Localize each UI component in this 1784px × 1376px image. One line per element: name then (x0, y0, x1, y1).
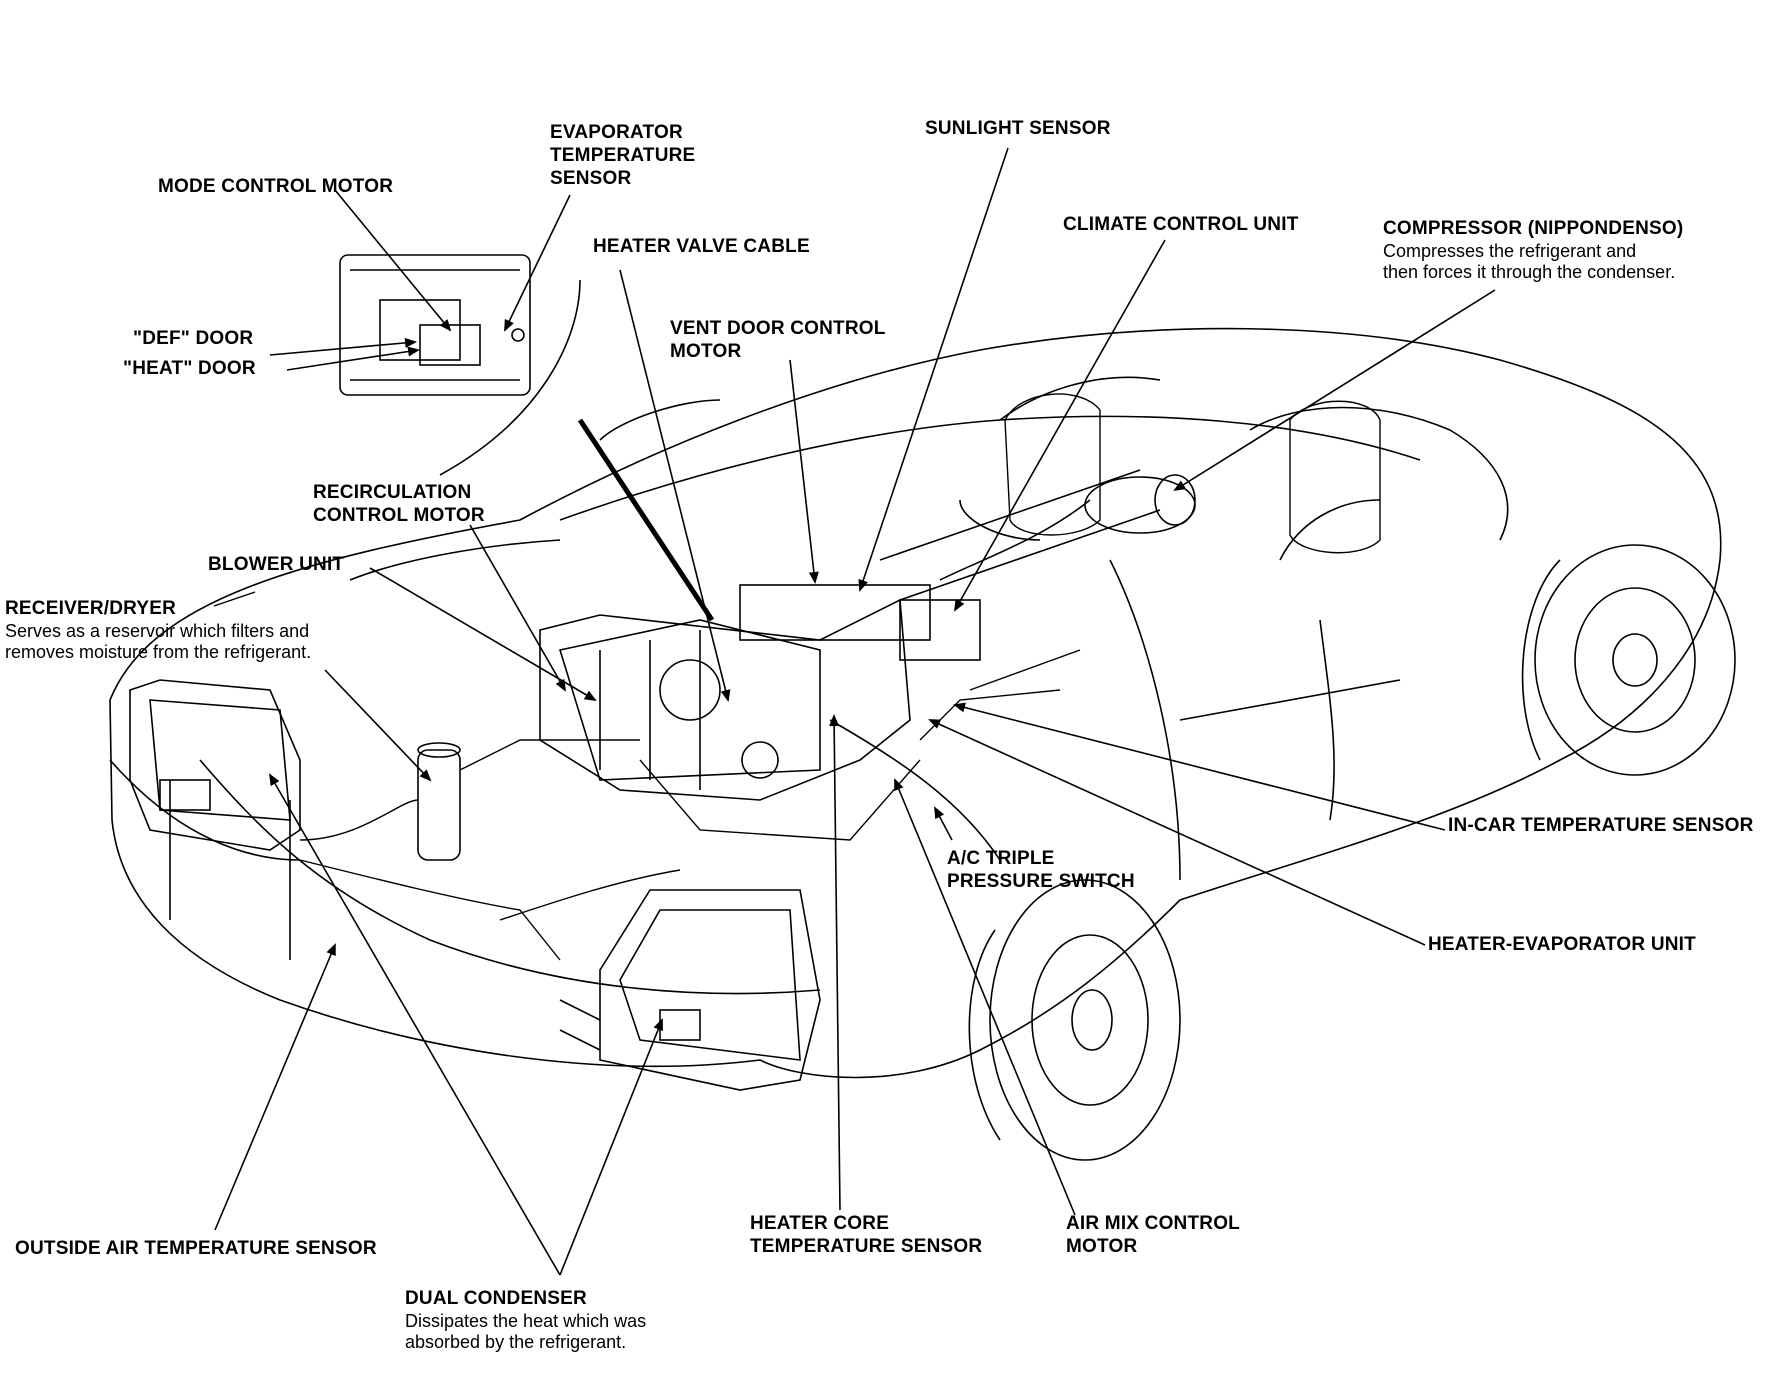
mode-control-motor-label: MODE CONTROL MOTOR (158, 176, 393, 199)
recirculation-control-motor-label: RECIRCULATION CONTROL MOTOR (313, 482, 485, 528)
blower-unit-title: BLOWER UNIT (208, 554, 345, 575)
condenser-left-art (109, 679, 301, 861)
ac-triple-pressure-switch-line-1: A/C TRIPLE (947, 848, 1055, 869)
dual-condenser-title: DUAL CONDENSER (405, 1288, 587, 1309)
vent-door-control-motor-line-1: VENT DOOR CONTROL (670, 318, 886, 339)
heat-door-title: "HEAT" DOOR (123, 358, 256, 379)
receiver-dryer-desc-2: removes moisture from the refrigerant. (5, 642, 312, 663)
heater-evaporator-unit-label: HEATER-EVAPORATOR UNIT (1428, 934, 1696, 957)
condenser-right-art (559, 889, 821, 1091)
dual-condenser-desc-1: Dissipates the heat which was (405, 1310, 647, 1331)
in-car-temperature-sensor-title: IN-CAR TEMPERATURE SENSOR (1448, 815, 1754, 836)
heater-evaporator-unit-art (539, 469, 1161, 801)
air-mix-control-motor-line-2: MOTOR (1066, 1235, 1138, 1257)
car-body-outline (109, 327, 1722, 1079)
compressor-title: COMPRESSOR (NIPPONDENSO) (1383, 218, 1684, 239)
evaporator-temperature-sensor-line-3: SENSOR (550, 167, 632, 189)
refrigerant-lines (299, 649, 1081, 961)
receiver-dryer-label: RECEIVER/DRYER Serves as a reservoir whi… (5, 598, 311, 664)
compressor-art (939, 474, 1196, 581)
evaporator-temperature-sensor-label: EVAPORATOR TEMPERATURE SENSOR (550, 122, 695, 190)
receiver-dryer-title: RECEIVER/DRYER (5, 598, 177, 619)
mode-control-motor-title: MODE CONTROL MOTOR (158, 176, 394, 197)
inset-detail (339, 254, 581, 476)
heat-door-label: "HEAT" DOOR (123, 358, 256, 381)
blower-unit-label: BLOWER UNIT (208, 554, 344, 577)
inset-connector (577, 418, 715, 622)
compressor-desc-1: Compresses the refrigerant and (1383, 240, 1637, 261)
receiver-dryer-desc-1: Serves as a reservoir which filters and (5, 620, 310, 641)
front-wheel (968, 879, 1181, 1161)
def-door-title: "DEF" DOOR (133, 328, 254, 349)
rear-wheel (1521, 544, 1736, 776)
recirculation-control-motor-line-1: RECIRCULATION (313, 482, 472, 503)
evaporator-temperature-sensor-line-1: EVAPORATOR (550, 122, 683, 143)
seats (1004, 393, 1381, 554)
climate-control-unit-label: CLIMATE CONTROL UNIT (1063, 214, 1299, 237)
sunlight-sensor-label: SUNLIGHT SENSOR (925, 118, 1111, 141)
climate-control-unit-title: CLIMATE CONTROL UNIT (1063, 214, 1299, 235)
dual-condenser-desc-2: absorbed by the refrigerant. (405, 1332, 627, 1353)
ac-triple-pressure-switch-line-2: PRESSURE SWITCH (947, 870, 1135, 892)
receiver-leader-tick (213, 591, 256, 607)
heater-evaporator-unit-title: HEATER-EVAPORATOR UNIT (1428, 934, 1696, 955)
heater-valve-cable-title: HEATER VALVE CABLE (593, 236, 810, 257)
evaporator-temperature-sensor-line-2: TEMPERATURE (550, 144, 696, 166)
heater-core-temperature-sensor-line-1: HEATER CORE (750, 1213, 890, 1234)
heater-core-temperature-sensor-label: HEATER CORE TEMPERATURE SENSOR (750, 1213, 982, 1259)
air-mix-control-motor-label: AIR MIX CONTROL MOTOR (1066, 1213, 1240, 1259)
air-mix-control-motor-line-1: AIR MIX CONTROL (1066, 1213, 1240, 1234)
vent-door-control-motor-label: VENT DOOR CONTROL MOTOR (670, 318, 886, 364)
compressor-desc-2: then forces it through the condenser. (1383, 262, 1676, 283)
sunlight-sensor-title: SUNLIGHT SENSOR (925, 118, 1111, 139)
leader-lines (214, 147, 1496, 1276)
ac-triple-pressure-switch-label: A/C TRIPLE PRESSURE SWITCH (947, 848, 1135, 894)
heater-core-temperature-sensor-line-2: TEMPERATURE SENSOR (750, 1235, 983, 1257)
in-car-temperature-sensor-label: IN-CAR TEMPERATURE SENSOR (1448, 815, 1754, 838)
recirculation-control-motor-line-2: CONTROL MOTOR (313, 504, 485, 526)
outside-air-temperature-sensor-label: OUTSIDE AIR TEMPERATURE SENSOR (15, 1238, 377, 1261)
outside-air-temperature-sensor-title: OUTSIDE AIR TEMPERATURE SENSOR (15, 1238, 377, 1259)
compressor-label: COMPRESSOR (NIPPONDENSO) Compresses the … (1383, 218, 1683, 284)
receiver-dryer-art (417, 742, 461, 861)
dual-condenser-label: DUAL CONDENSER Dissipates the heat which… (405, 1288, 646, 1354)
def-door-label: "DEF" DOOR (133, 328, 253, 351)
heater-valve-cable-label: HEATER VALVE CABLE (593, 236, 810, 259)
vent-door-control-motor-line-2: MOTOR (670, 340, 742, 362)
